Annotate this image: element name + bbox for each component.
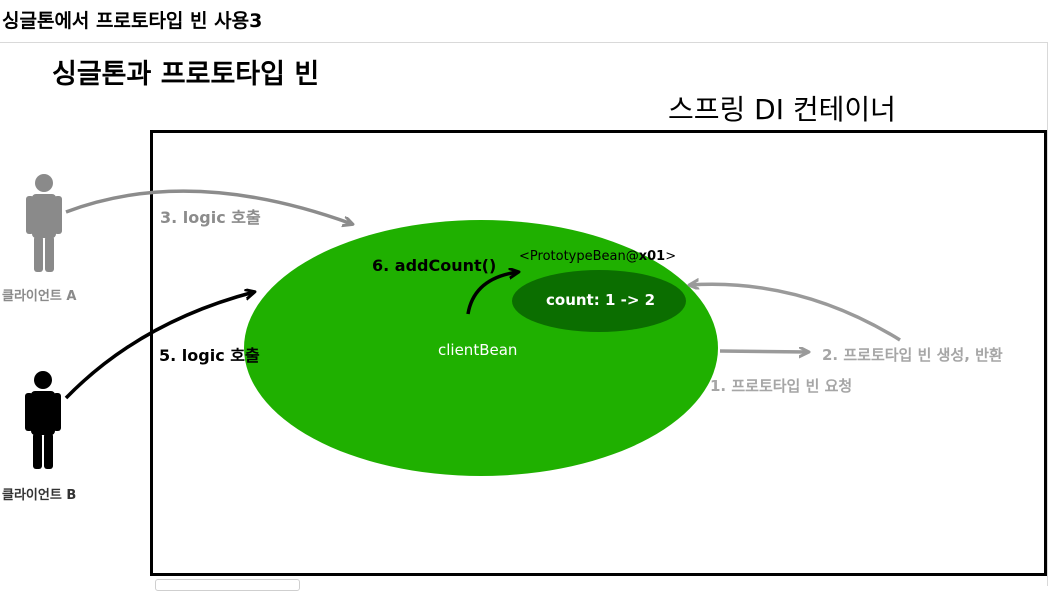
prototype-bean-ellipse — [512, 270, 686, 332]
arrow-step6 — [466, 272, 518, 315]
bottom-tab — [155, 579, 300, 591]
page-title: 싱글톤에서 프로토타입 빈 사용3 — [2, 10, 263, 32]
person-icon — [26, 174, 62, 272]
arrow-step2 — [690, 284, 901, 342]
arrow-step5 — [64, 292, 254, 400]
client-b-label: 클라이언트 B — [2, 488, 77, 503]
client-bean-label: clientBean — [438, 341, 518, 359]
step2-label: 2. 프로토타입 빈 생성, 반환 — [822, 346, 1003, 364]
person-icon — [25, 371, 61, 469]
arrow-step1 — [719, 351, 808, 352]
count-text: count: 1 -> 2 — [546, 291, 656, 309]
step6-label: 6. addCount() — [372, 256, 497, 275]
spring-di-container-box — [150, 130, 1047, 576]
prototype-bean-label-suffix: > — [665, 249, 677, 264]
prototype-bean-id: x01 — [638, 249, 666, 264]
prototype-bean-label-prefix: <PrototypeBean@ — [519, 249, 639, 264]
client-a-label: 클라이언트 A — [2, 289, 77, 304]
slide-title: 싱글톤과 프로토타입 빈 — [52, 59, 320, 90]
step3-label: 3. logic 호출 — [160, 208, 261, 227]
arrow-step3 — [65, 189, 352, 224]
slide-frame — [0, 42, 1048, 586]
step5-label: 5. logic 호출 — [159, 346, 260, 365]
prototype-bean-label: <PrototypeBean@x01> — [519, 249, 676, 264]
container-label: 스프링 DI 컨테이너 — [668, 93, 896, 126]
step1-label: 1. 프로토타입 빈 요청 — [710, 377, 853, 395]
